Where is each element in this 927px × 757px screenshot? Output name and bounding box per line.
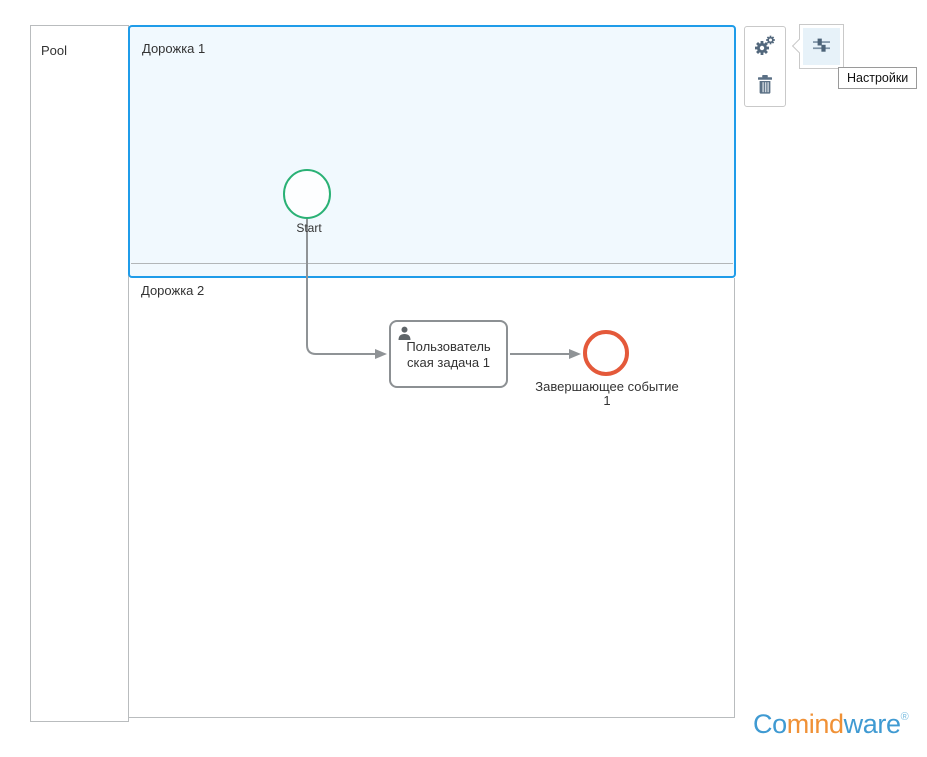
person-icon: [397, 326, 412, 341]
logo-registered-mark: ®: [900, 711, 909, 723]
lane-2-label: Дорожка 2: [141, 283, 205, 298]
lane-1-selected[interactable]: Дорожка 1: [128, 25, 736, 278]
sequence-flow-1[interactable]: [306, 218, 375, 355]
user-task[interactable]: Пользователь ская задача 1: [389, 320, 508, 388]
end-event-label: Завершающее событие 1: [535, 379, 679, 408]
sliders-icon: [811, 35, 832, 58]
logo-part-ware: ware: [843, 709, 901, 739]
settings-button[interactable]: [803, 28, 840, 65]
user-task-label: Пользователь ская задача 1: [406, 339, 491, 370]
start-event-label: Start: [296, 221, 322, 235]
lane-divider-line: [131, 263, 733, 264]
pool-label: Pool: [41, 43, 68, 58]
lane-1-label: Дорожка 1: [142, 41, 206, 56]
element-settings-button[interactable]: [746, 29, 784, 65]
settings-tooltip-label: Настройки: [847, 71, 909, 85]
start-event-circle[interactable]: [283, 169, 331, 219]
gears-icon: [754, 35, 776, 59]
pool[interactable]: Pool: [30, 25, 129, 722]
end-event-circle[interactable]: [583, 330, 629, 376]
comindware-logo: Comindware®: [753, 709, 909, 740]
trash-icon: [757, 75, 773, 97]
settings-popup: [791, 24, 844, 69]
logo-part-mind: mind: [786, 709, 844, 739]
logo-part-co: Co: [753, 709, 787, 739]
settings-tooltip: Настройки: [838, 67, 918, 89]
element-toolbar: [744, 26, 786, 107]
delete-button[interactable]: [746, 68, 784, 104]
